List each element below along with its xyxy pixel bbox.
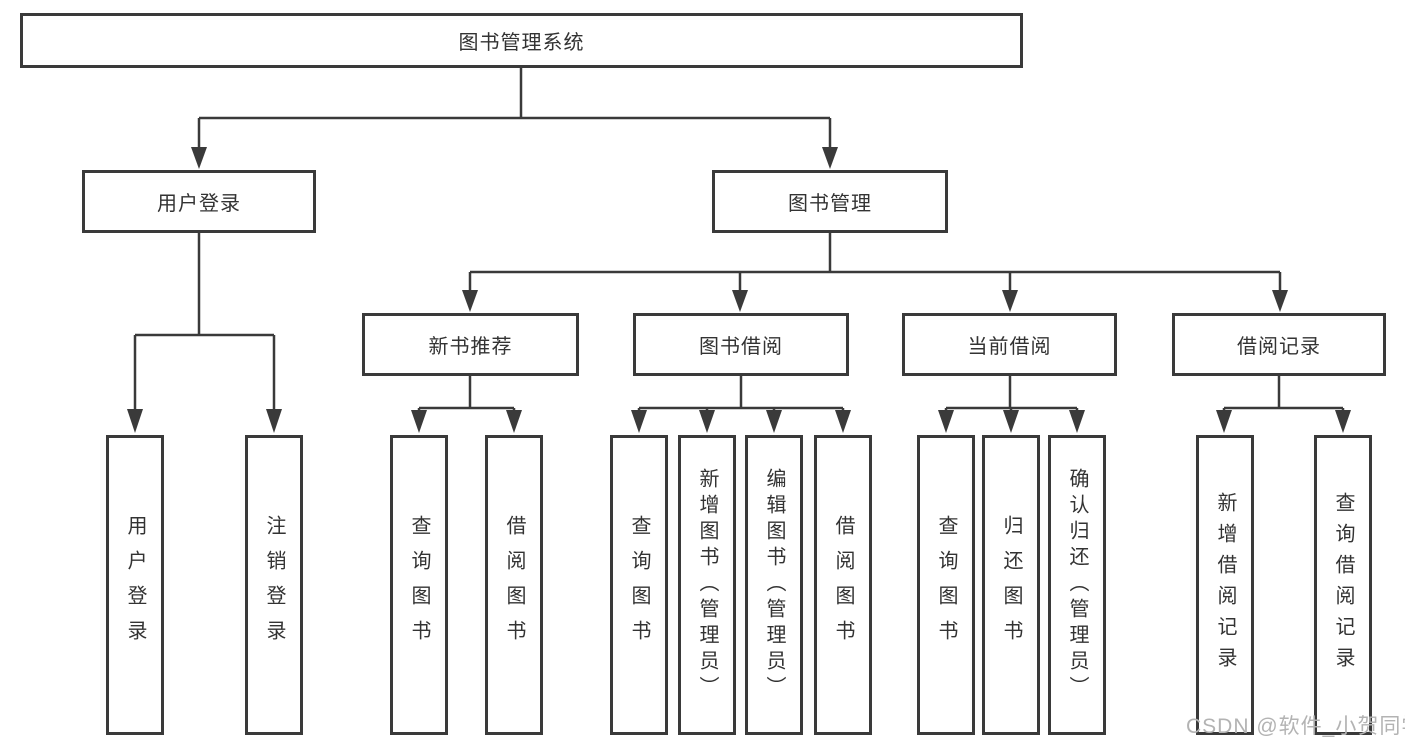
csdn-watermark: CSDN @软件_小贺同学	[1186, 715, 1405, 738]
leaf-user-login: 用户登录	[106, 435, 164, 735]
leaf-query-book-current: 查询图书	[917, 435, 975, 735]
node-label: 用户登录	[157, 193, 241, 215]
leaf-add-borrow-record: 新增借阅记录	[1196, 435, 1254, 735]
leaf-label: 注销登录	[263, 515, 285, 655]
leaf-add-book-admin: 新增图书（管理员）	[678, 435, 736, 735]
leaf-query-borrow-record: 查询借阅记录	[1314, 435, 1372, 735]
leaf-borrow-book: 借阅图书	[814, 435, 872, 735]
leaf-query-book-recommend: 查询图书	[390, 435, 448, 735]
leaf-label: 查询图书	[408, 515, 430, 655]
leaf-label: 确认归还（管理员）	[1066, 468, 1088, 702]
node-library-management-system: 图书管理系统	[20, 13, 1023, 68]
leaf-label: 查询图书	[935, 515, 957, 655]
connector-root-to-level2	[197, 68, 832, 148]
leaf-confirm-return-admin: 确认归还（管理员）	[1048, 435, 1106, 735]
leaf-label: 借阅图书	[503, 515, 525, 655]
node-label: 图书管理系统	[458, 32, 585, 54]
connector-current-to-leaves	[944, 376, 1079, 412]
node-new-book-recommend: 新书推荐	[362, 313, 579, 376]
node-book-borrow: 图书借阅	[633, 313, 849, 376]
node-book-management: 图书管理	[712, 170, 948, 233]
leaf-label: 归还图书	[1000, 515, 1022, 655]
node-label: 图书借阅	[699, 336, 783, 358]
node-label: 图书管理	[788, 193, 872, 215]
node-label: 当前借阅	[967, 336, 1052, 358]
node-borrow-records: 借阅记录	[1172, 313, 1386, 376]
connector-userlogin-to-leaves	[133, 233, 276, 410]
node-label: 新书推荐	[428, 336, 513, 358]
leaf-label: 查询借阅记录	[1332, 492, 1354, 678]
leaf-label: 新增借阅记录	[1214, 492, 1236, 678]
node-user-login: 用户登录	[82, 170, 316, 233]
leaf-label: 编辑图书（管理员）	[763, 468, 785, 702]
leaf-label: 查询图书	[628, 515, 650, 655]
arrowheads	[127, 147, 1351, 433]
leaf-edit-book-admin: 编辑图书（管理员）	[745, 435, 803, 735]
connector-records-to-leaves	[1222, 376, 1345, 412]
connector-bookmgmt-to-level3	[468, 233, 1282, 291]
connector-borrow-to-leaves	[637, 376, 845, 412]
leaf-borrow-book-recommend: 借阅图书	[485, 435, 543, 735]
connector-newbook-to-leaves	[417, 376, 516, 412]
leaf-label: 借阅图书	[832, 515, 854, 655]
leaf-logout: 注销登录	[245, 435, 303, 735]
leaf-label: 新增图书（管理员）	[696, 468, 718, 702]
leaf-label: 用户登录	[124, 515, 146, 655]
leaf-query-book-borrow: 查询图书	[610, 435, 668, 735]
node-label: 借阅记录	[1237, 336, 1321, 358]
node-current-borrow: 当前借阅	[902, 313, 1117, 376]
leaf-return-book: 归还图书	[982, 435, 1040, 735]
